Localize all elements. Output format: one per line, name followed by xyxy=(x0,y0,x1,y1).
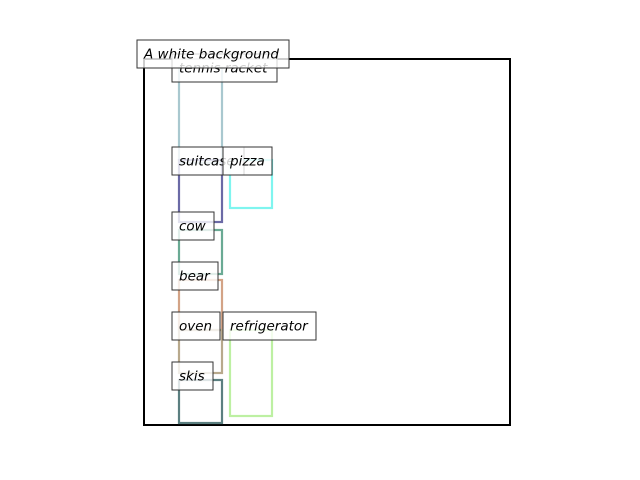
caption-label: A white background xyxy=(136,39,290,69)
pizza-label-box xyxy=(222,146,273,176)
cow-label: cow xyxy=(171,211,215,241)
cow-label-box xyxy=(171,211,215,241)
pizza-label-text: pizza xyxy=(229,154,265,170)
suitcase-label-text: suitcase xyxy=(179,154,235,170)
refrigerator-bbox xyxy=(228,328,274,418)
refrigerator-label-text: refrigerator xyxy=(230,319,309,335)
object-labels: tennis racketsuitcasepizzacowbearovenref… xyxy=(171,53,317,391)
skis-label-text: skis xyxy=(179,369,205,385)
skis-label-box xyxy=(171,361,214,391)
caption-label-box xyxy=(136,39,290,69)
bear-label: bear xyxy=(171,261,219,291)
skis-label: skis xyxy=(171,361,214,391)
oven-label: oven xyxy=(171,311,221,341)
cow-label-text: cow xyxy=(179,219,207,235)
refrigerator-label-box xyxy=(222,311,317,341)
refrigerator-label: refrigerator xyxy=(222,311,317,341)
oven-label-box xyxy=(171,311,221,341)
bear-label-box xyxy=(171,261,219,291)
pizza-label: pizza xyxy=(222,146,273,176)
bear-label-text: bear xyxy=(179,269,211,285)
caption-text: A white background xyxy=(143,47,279,63)
oven-label-text: oven xyxy=(179,319,212,335)
outer-frame xyxy=(143,58,511,426)
